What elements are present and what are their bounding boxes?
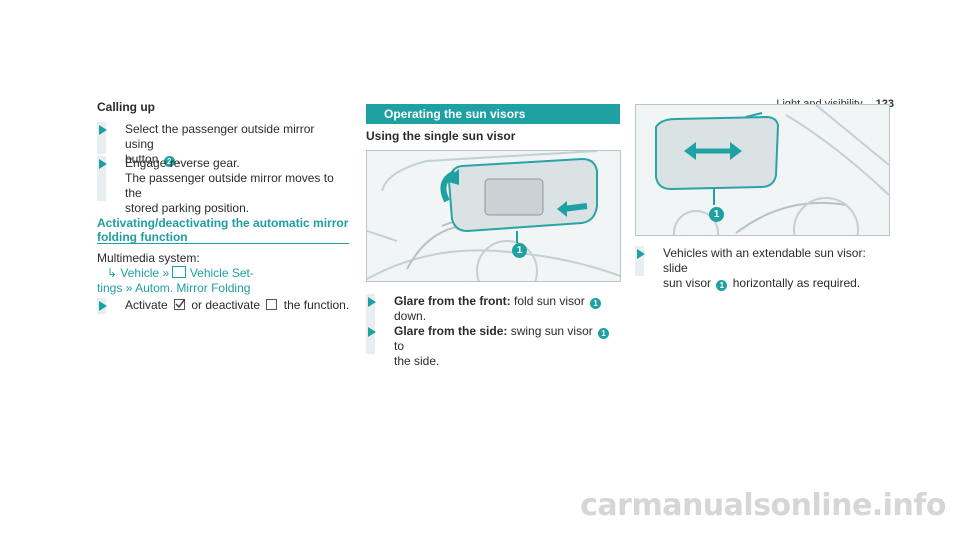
number-badge: 2	[163, 156, 175, 167]
figure-callout-badge: 1	[709, 207, 724, 222]
double-chevron-icon: »	[125, 281, 133, 295]
checkbox-checked-icon	[174, 299, 186, 310]
menu-path: Multimedia system: ↳ Vehicle » Vehicle S…	[97, 251, 347, 296]
step-select-mirror: Select the passenger outside mirror usin…	[97, 122, 347, 167]
right-arrow-bullet-icon	[368, 327, 376, 337]
step-bar	[97, 156, 106, 201]
car-settings-icon	[172, 266, 187, 278]
step-activate-function: Activate or deactivate the function.	[97, 298, 349, 314]
double-chevron-icon: »	[162, 266, 170, 280]
right-arrow-bullet-icon	[99, 159, 107, 169]
step-text: Engage reverse gear.	[125, 156, 240, 170]
section-title-band: Operating the sun visors	[366, 104, 620, 124]
calling-up-heading: Calling up	[97, 100, 155, 114]
right-arrow-bullet-icon	[99, 301, 107, 311]
menu-link-vehicle-settings[interactable]: Vehicle Set-	[189, 266, 254, 280]
extendable-sun-visor-illustration: 1	[635, 104, 890, 236]
step-text-line2: button 2.	[125, 152, 181, 167]
sub-heading: Using the single sun visor	[366, 129, 516, 143]
step-bar	[366, 294, 375, 324]
number-badge: 1	[716, 280, 728, 291]
step-glare-front: Glare from the front: fold sun visor 1 d…	[366, 294, 616, 324]
right-arrow-bullet-icon	[368, 297, 376, 307]
checkbox-empty-icon	[266, 299, 278, 310]
step-text: Select the passenger outside mirror usin…	[125, 122, 315, 151]
menu-link-vehicle-settings-cont[interactable]: tings	[97, 281, 123, 295]
watermark-logo: carmanualsonline.info	[580, 488, 946, 523]
right-arrow-bullet-icon	[637, 249, 645, 259]
sun-visor-illustration: 1	[366, 150, 621, 282]
activating-heading: Activating/deactivating the automatic mi…	[97, 216, 349, 244]
return-arrow-icon: ↳	[107, 266, 118, 280]
multimedia-label: Multimedia system:	[97, 251, 200, 265]
step-text: The passenger outside mirror moves to th…	[125, 171, 334, 200]
menu-link-autom-mirror-folding[interactable]: Autom. Mirror Folding	[135, 281, 251, 295]
step-bar	[366, 324, 375, 354]
step-extendable-visor: Vehicles with an extendable sun visor: s…	[635, 246, 890, 291]
menu-link-vehicle[interactable]: Vehicle	[120, 266, 160, 280]
heading-rule	[97, 243, 349, 244]
step-bar	[635, 246, 644, 276]
figure-callout-badge: 1	[512, 243, 527, 258]
step-text: stored parking position.	[125, 201, 250, 215]
step-glare-side: Glare from the side: swing sun visor 1 t…	[366, 324, 616, 368]
right-arrow-bullet-icon	[99, 125, 107, 135]
number-badge: 1	[590, 298, 602, 309]
step-bar	[97, 122, 106, 154]
step-engage-reverse: Engage reverse gear. The passenger outsi…	[97, 156, 347, 215]
number-badge: 1	[598, 328, 610, 339]
